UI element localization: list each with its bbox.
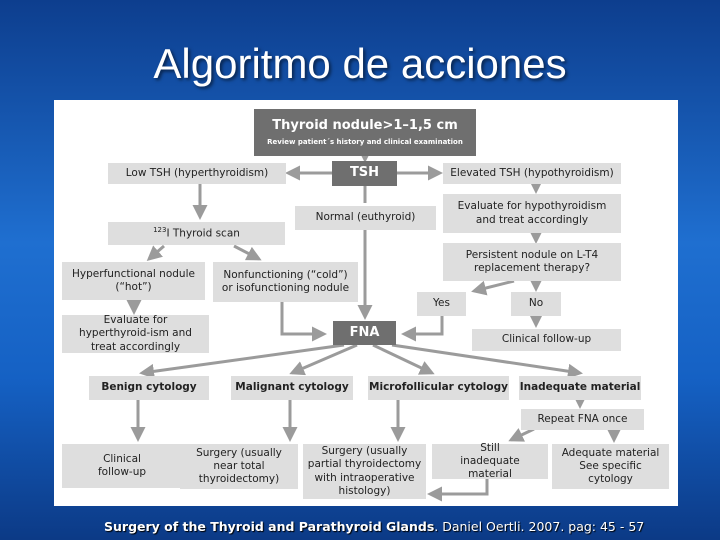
fna-node: FNA [333,321,396,345]
flowchart-arrows [126,148,622,502]
benign-cytology-node: Benign cytology [89,376,209,400]
citation: Surgery of the Thyroid and Parathyroid G… [104,519,644,534]
evaluate-hypothyroidism-node: Evaluate for hypothyroidism and treat ac… [443,194,621,233]
thyroid-nodule-node: Thyroid nodule>1–1,5 cm Review patient´s… [254,109,476,156]
slide-title: Algoritmo de acciones [153,40,567,87]
surgery-partial-node: Surgery (usually partial thyroidectomy w… [303,444,426,499]
tsh-node: TSH [332,161,397,186]
adequate-material-node: Adequate material See specific cytology [552,444,669,489]
persistent-nodule-node: Persistent nodule on L-T4 replacement th… [443,243,621,281]
cold-nodule-node: Nonfunctioning (“cold”) or isofunctionin… [213,262,358,302]
repeat-fna-node: Repeat FNA once [521,409,644,430]
flowchart-panel: Thyroid nodule>1–1,5 cm Review patient´s… [54,100,678,506]
still-inadequate-node: Still inadequate material [432,442,548,480]
inadequate-material-node: Inadequate material [519,376,641,400]
no-answer-node: No [511,292,561,316]
thyroid-nodule-subtitle: Review patient´s history and clinical ex… [267,138,463,147]
thyroid-scan-label: I Thyroid scan [166,227,240,240]
clinical-followup-right-node: Clinical follow-up [472,329,621,351]
normal-euthyroid-node: Normal (euthyroid) [295,206,436,230]
citation-title: Surgery of the Thyroid and Parathyroid G… [104,519,435,534]
citation-details: . Daniel Oertli. 2007. pag: 45 - 57 [434,519,645,534]
clinical-followup-node: Clinical follow-up [62,444,182,488]
low-tsh-node: Low TSH (hyperthyroidism) [108,163,286,184]
malignant-cytology-node: Malignant cytology [231,376,353,400]
evaluate-hyperthyroidism-node: Evaluate for hyperthyroid-ism and treat … [62,314,209,353]
microfollicular-cytology-node: Microfollicular cytology [368,376,509,400]
elevated-tsh-node: Elevated TSH (hypothyroidism) [443,163,621,184]
hot-nodule-node: Hyperfunctional nodule (“hot”) [62,262,205,300]
thyroid-scan-node: 123I Thyroid scan [108,222,285,245]
thyroid-scan-isotope: 123 [153,226,167,235]
surgery-total-node: Surgery (usually near total thyroidectom… [180,444,298,489]
thyroid-nodule-label: Thyroid nodule>1–1,5 cm [272,118,458,133]
yes-answer-node: Yes [417,292,466,316]
